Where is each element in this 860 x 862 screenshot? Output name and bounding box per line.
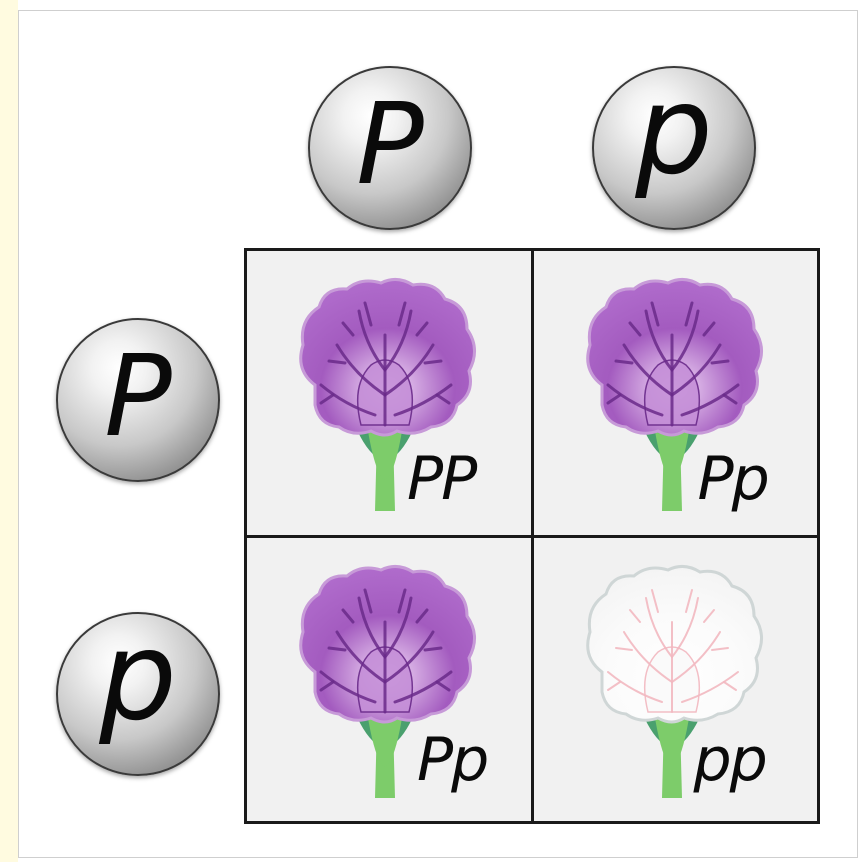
genotype-label: pp — [693, 724, 768, 795]
punnett-cell: pp — [533, 537, 817, 821]
row-allele-label: p — [99, 606, 177, 748]
purple-flower-icon — [585, 278, 763, 511]
column-allele-ball-dominant: P — [308, 66, 472, 230]
row-allele-ball-dominant: P — [56, 318, 220, 482]
punnett-cell: Pp — [533, 251, 817, 535]
left-margin-strip — [0, 0, 18, 862]
column-allele-label: P — [356, 80, 424, 210]
genotype-label: Pp — [417, 724, 489, 795]
purple-flower-icon — [299, 278, 476, 511]
genotype-label: PP — [407, 444, 477, 514]
column-allele-ball-recessive: p — [592, 66, 756, 230]
punnett-cell: Pp — [247, 537, 531, 821]
genotype-label: Pp — [697, 444, 770, 514]
purple-flower-icon — [299, 564, 476, 798]
punnett-grid: PP Pp Pp pp — [244, 248, 820, 824]
punnett-cell: PP — [247, 251, 531, 535]
column-allele-label: p — [635, 60, 713, 202]
row-allele-label: P — [104, 332, 172, 462]
white-flower-icon — [585, 564, 763, 798]
row-allele-ball-recessive: p — [56, 612, 220, 776]
